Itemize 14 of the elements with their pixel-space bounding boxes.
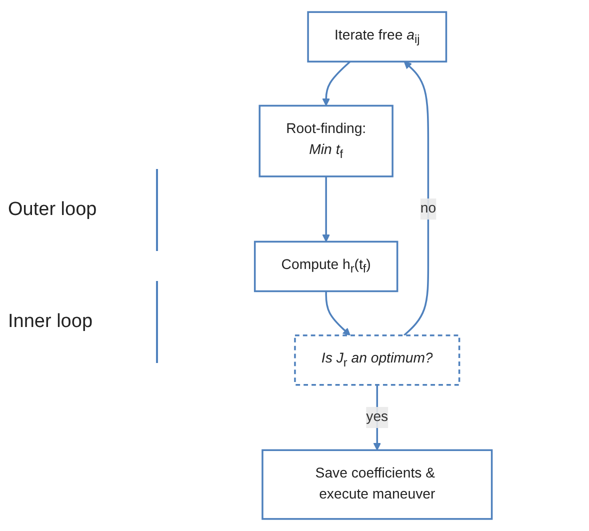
node-box: Root-finding: Min t$_{f}$ xyxy=(258,104,394,178)
node-box: Iterate free a$_{ij}$ xyxy=(307,11,448,62)
arrow xyxy=(373,384,382,450)
loop-label: Outer loop xyxy=(8,168,158,250)
arrow xyxy=(322,60,351,106)
edge-label: yes xyxy=(366,410,388,425)
node-box: Save coefficients & execute maneuver xyxy=(262,449,493,520)
node-box: Is J$_{r}$ an optimum? xyxy=(294,334,460,386)
arrow xyxy=(322,176,330,242)
node-box: Compute h$_{r}$(t$_{f}$) xyxy=(254,240,398,292)
arrow xyxy=(404,61,430,336)
edge-label: no xyxy=(420,201,436,216)
loop-label: Inner loop xyxy=(8,280,158,362)
arrow xyxy=(325,291,351,336)
